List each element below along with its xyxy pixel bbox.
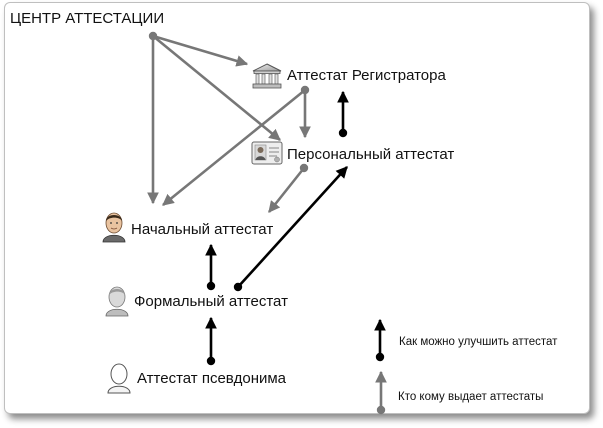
formal-attestat-label: Формальный аттестат bbox=[134, 293, 288, 310]
personal-attestat-label: Персональный аттестат bbox=[287, 146, 455, 163]
bank-building-icon bbox=[252, 63, 282, 89]
user-avatar-color-icon bbox=[102, 212, 126, 243]
user-avatar-gray-icon bbox=[105, 286, 129, 317]
legend-improve-label: Как можно улучшить аттестат bbox=[399, 336, 558, 348]
arrow-personal-to-initial bbox=[267, 167, 306, 213]
registrar-attestat-label: Аттестат Регистратора bbox=[287, 67, 446, 84]
pseudonym-attestat-label: Аттестат псевдонима bbox=[137, 370, 287, 387]
diagram-frame bbox=[4, 2, 590, 414]
user-avatar-outline-icon bbox=[107, 363, 131, 394]
initial-attestat-label: Начальный аттестат bbox=[131, 221, 274, 238]
arrow-center-to-registrar bbox=[152, 34, 249, 67]
arrow-improve-formal-to-personal bbox=[237, 166, 348, 288]
certification-center-title: ЦЕНТР АТТЕСТАЦИИ bbox=[10, 10, 165, 27]
legend-issues-label: Кто кому выдает аттестаты bbox=[398, 391, 544, 403]
arrow-registrar-to-initial bbox=[162, 88, 306, 207]
arrow-center-to-personal bbox=[152, 34, 281, 142]
id-card-icon bbox=[251, 141, 283, 165]
